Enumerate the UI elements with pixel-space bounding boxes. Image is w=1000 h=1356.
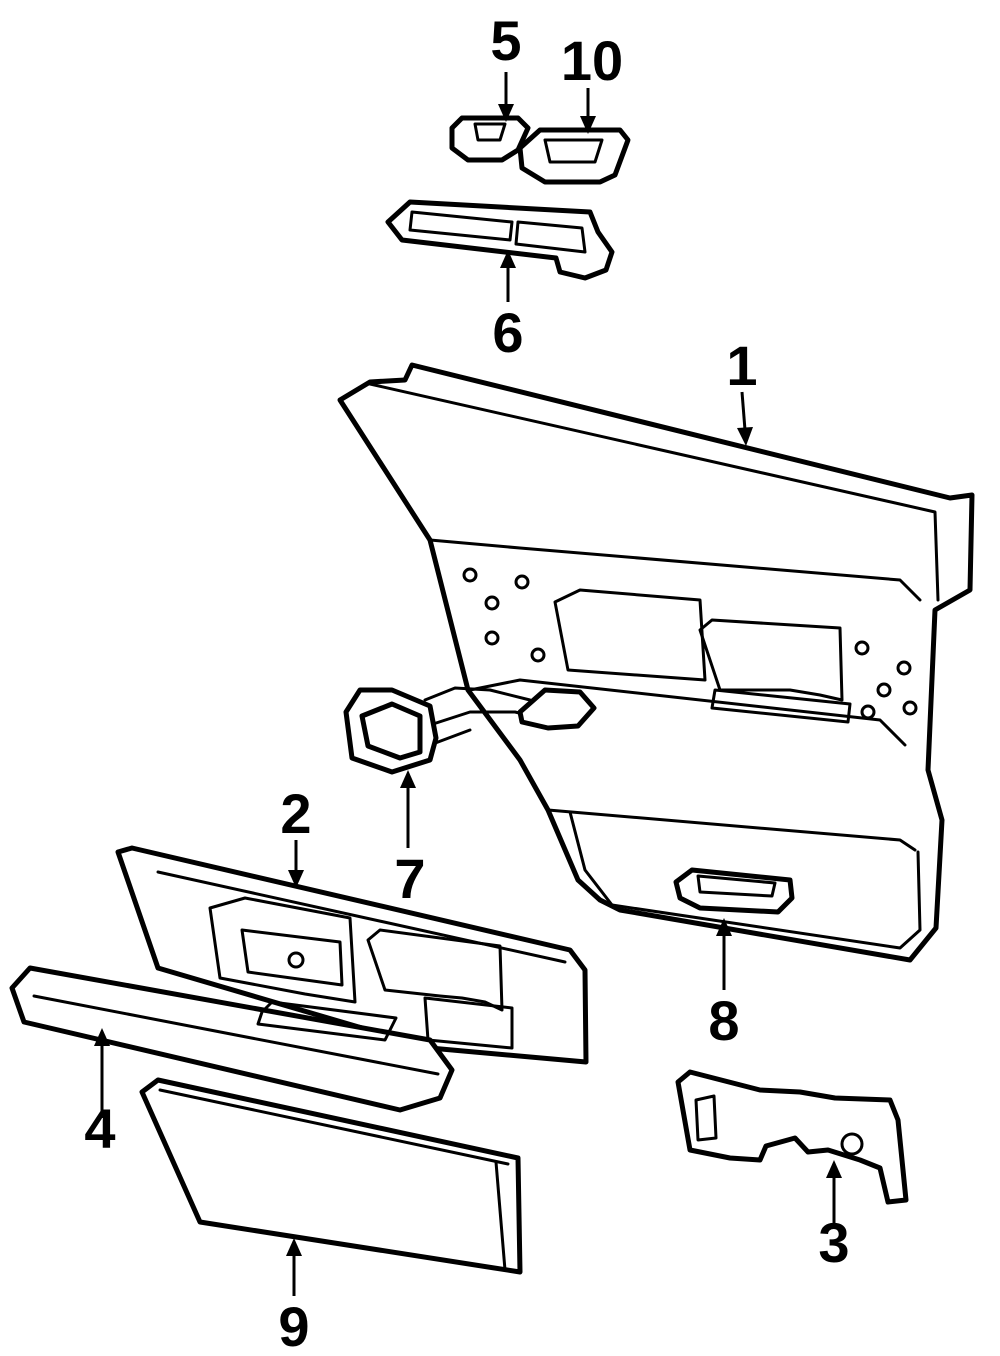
callout-10: 10 bbox=[561, 29, 623, 92]
callout-9: 9 bbox=[278, 1295, 309, 1356]
part-9-map-pocket[interactable] bbox=[139, 1077, 523, 1275]
callout-3: 3 bbox=[818, 1211, 849, 1274]
part-2-armrest-panel[interactable] bbox=[115, 845, 589, 1065]
wire-connector[interactable] bbox=[517, 687, 597, 731]
callout-7: 7 bbox=[394, 847, 425, 910]
callout-1: 1 bbox=[726, 334, 757, 397]
part-8-panel-switch[interactable] bbox=[673, 867, 795, 915]
callout-5: 5 bbox=[490, 9, 521, 72]
part-3-pull-handle[interactable] bbox=[675, 1069, 909, 1205]
callout-labels: 5 10 6 1 2 7 8 4 3 9 bbox=[84, 9, 849, 1356]
part-5-switch[interactable] bbox=[449, 115, 531, 163]
callout-2: 2 bbox=[280, 782, 311, 845]
part-6-switch-plate[interactable] bbox=[385, 199, 615, 281]
part-1-door-trim-panel[interactable] bbox=[337, 362, 975, 963]
callout-4: 4 bbox=[84, 1097, 115, 1160]
leader-lines bbox=[94, 72, 842, 1296]
part-10-switch-bezel[interactable] bbox=[517, 127, 631, 185]
part-4-armrest-base[interactable] bbox=[9, 965, 455, 1113]
part-7-courtesy-lamp[interactable] bbox=[343, 687, 439, 775]
callout-6: 6 bbox=[492, 301, 523, 364]
callout-8: 8 bbox=[708, 989, 739, 1052]
